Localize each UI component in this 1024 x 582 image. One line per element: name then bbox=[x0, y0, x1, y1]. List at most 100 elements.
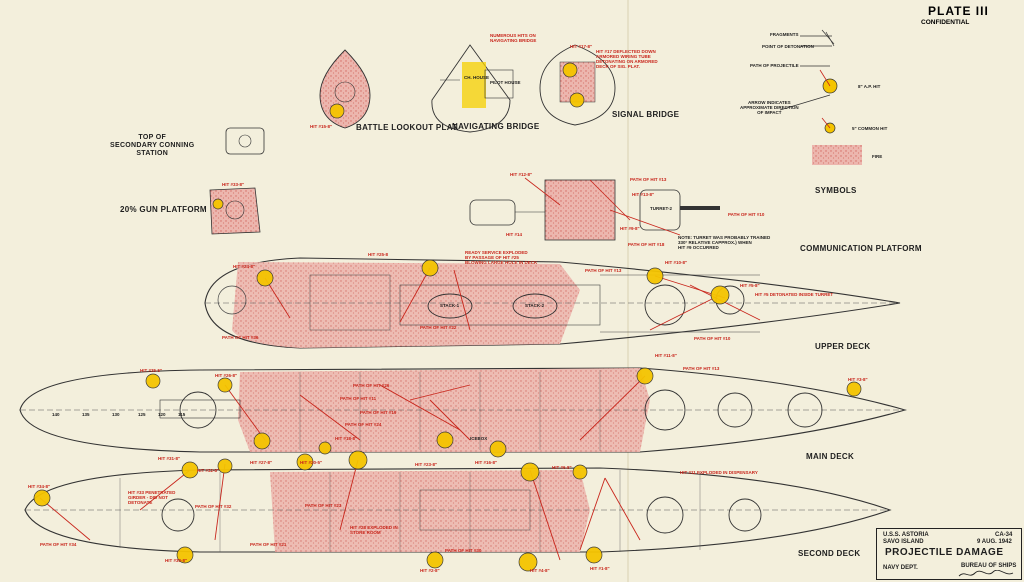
hit-marker bbox=[489, 440, 507, 458]
hit-marker bbox=[846, 381, 862, 397]
title-block: U.S.S. ASTORIA SAVO ISLAND CA-34 9 AUG. … bbox=[876, 528, 1022, 580]
hit-marker bbox=[329, 103, 345, 119]
hit-label: HIT #3-8" bbox=[848, 377, 868, 382]
hit-label: HIT #5-8" bbox=[740, 283, 760, 288]
hit-label: PATH OF HIT #10 bbox=[728, 212, 765, 217]
fire-legend-swatch bbox=[812, 145, 862, 165]
hit-marker bbox=[296, 453, 314, 471]
hit-marker bbox=[585, 546, 603, 564]
hit-label: PATH OF HIT #32 bbox=[195, 504, 232, 509]
note-hit11: HIT #11 EXPLODED IN DISPENSARY bbox=[680, 470, 758, 475]
hit-label: HIT #10-8" bbox=[665, 260, 688, 265]
hit-label: PATH OF HIT #13 bbox=[585, 268, 622, 273]
hit-label: HIT #30-8" bbox=[165, 558, 188, 563]
second-deck-fire-zone bbox=[270, 470, 590, 552]
hit-label: HIT #6-8" bbox=[552, 465, 572, 470]
hit-label: PATH OF HIT #36 bbox=[222, 335, 259, 340]
hit-marker bbox=[518, 552, 538, 572]
hit-marker bbox=[212, 198, 224, 210]
hit-label: PATH OF HIT #24 bbox=[345, 422, 382, 427]
hit-label: HIT #4-8" bbox=[530, 568, 550, 573]
hit-marker bbox=[572, 464, 588, 480]
hit-label: HIT #23-8" bbox=[415, 462, 438, 467]
compartment-stack2: STACK-2 bbox=[525, 303, 545, 308]
view-label-symbols: SYMBOLS bbox=[815, 186, 857, 195]
hit-label: PATH OF HIT #34 bbox=[40, 542, 77, 547]
hit-label: PATH OF HIT #26 bbox=[353, 383, 390, 388]
legend-common-hit: 5" COMMON HIT bbox=[852, 126, 888, 131]
hit-marker bbox=[217, 458, 233, 474]
note-numerous-hits: NUMEROUS HITS ON NAVIGATING BRIDGE bbox=[490, 33, 537, 43]
view-label-second-deck: SECOND DECK bbox=[798, 549, 861, 558]
hit-marker bbox=[33, 489, 51, 507]
navigating-bridge-fire-zone bbox=[462, 62, 486, 108]
hit-marker bbox=[348, 450, 368, 470]
communication-platform-hit-paths bbox=[524, 177, 681, 236]
hit-marker bbox=[176, 546, 194, 564]
note-hit5-detonated: HIT #5 DETONATED INSIDE TURRET bbox=[755, 292, 834, 297]
hit-label: PATH OF HIT #10 bbox=[694, 336, 731, 341]
view-label-navigating-bridge: NAVIGATING BRIDGE bbox=[452, 122, 540, 131]
view-label-secondary-conning: TOP OF SECONDARY CONNING STATION bbox=[110, 134, 195, 157]
compartment-pilot-house: PILOT HOUSE bbox=[490, 80, 521, 85]
hit-label: PATH OF HIT #21 bbox=[250, 542, 287, 547]
legend-ap-hit: 8" A.P. HIT bbox=[858, 84, 881, 89]
frame-number: 115 bbox=[178, 412, 186, 417]
hit-label: HIT #13-8" bbox=[632, 192, 655, 197]
communication-platform bbox=[469, 179, 720, 241]
hit-label: HIT #1-8" bbox=[590, 566, 610, 571]
hit-label: HIT #35-5" bbox=[140, 368, 163, 373]
hit-marker bbox=[318, 441, 332, 455]
note-hit33: HIT #33 PENETRATED GIRDER - DID NOT DETO… bbox=[128, 490, 176, 505]
title-dept: NAVY DEPT. bbox=[883, 565, 918, 571]
hit-label: HIT #24-8" bbox=[233, 264, 256, 269]
title-ship: U.S.S. ASTORIA bbox=[883, 532, 929, 538]
frame-number: 130 bbox=[112, 412, 120, 417]
hit-marker bbox=[520, 462, 540, 482]
hit-label: HIT #15-8" bbox=[310, 124, 333, 129]
hit-label: HIT #14 bbox=[506, 232, 523, 237]
hit-label: HIT #31-8" bbox=[158, 456, 181, 461]
frame-number: 135 bbox=[82, 412, 90, 417]
hit-label: HIT #27-8" bbox=[250, 460, 273, 465]
view-label-upper-deck: UPPER DECK bbox=[815, 342, 871, 351]
hit-label: HIT #20-5" bbox=[300, 460, 323, 465]
hit-label: HIT #18-8" bbox=[335, 436, 358, 441]
hit-label: HIT #32-8" bbox=[197, 468, 220, 473]
hit-marker bbox=[256, 269, 274, 287]
legend-arrow-indicates: ARROW INDICATES APPROXIMATE DIRECTION OF… bbox=[740, 100, 799, 115]
hit-label: HIT #33-8" bbox=[222, 182, 245, 187]
hit-marker bbox=[562, 62, 578, 78]
view-label-communication-platform: COMMUNICATION PLATFORM bbox=[800, 244, 922, 253]
navigating-bridge bbox=[431, 44, 514, 133]
hit-marker bbox=[436, 431, 454, 449]
hit-marker bbox=[421, 259, 439, 277]
title-hull: CA-34 bbox=[995, 532, 1013, 538]
hit-marker bbox=[217, 377, 233, 393]
note-turret: NOTE: TURRET WAS PROBABLY TRAINED 330° R… bbox=[678, 235, 771, 250]
legend-fragments: FRAGMENTS bbox=[770, 32, 799, 37]
plate-number: PLATE III bbox=[928, 4, 989, 18]
legend-point-of-detonation: POINT OF DETONATION bbox=[762, 44, 814, 49]
main-deck-hit-paths bbox=[224, 375, 646, 441]
hit-label: HIT #2-8" bbox=[420, 568, 440, 573]
view-label-battle-lookout: BATTLE LOOKOUT PLAT. bbox=[356, 123, 460, 132]
hit-label: PATH OF HIT #11 bbox=[340, 396, 377, 401]
compartment-stack1: STACK-1 bbox=[440, 303, 460, 308]
hit-label: HIT #34-8" bbox=[28, 484, 51, 489]
hit-marker bbox=[253, 432, 271, 450]
secondary-conning-station bbox=[225, 127, 265, 155]
classification: CONFIDENTIAL bbox=[921, 19, 970, 26]
hit-label: HIT #16-8" bbox=[475, 460, 498, 465]
hit-label: HIT #26-8" bbox=[215, 373, 238, 378]
legend-path-of-projectile: PATH OF PROJECTILE bbox=[750, 63, 799, 68]
main-deck-view bbox=[19, 367, 908, 453]
upper-deck-fire-zone bbox=[232, 262, 580, 348]
frame-number: 120 bbox=[158, 412, 166, 417]
hit-label: PATH OF HIT #13 bbox=[683, 366, 720, 371]
title-main: PROJECTILE DAMAGE bbox=[885, 547, 1004, 558]
hit-label: HIT #9-8" bbox=[620, 226, 640, 231]
view-label-main-deck: MAIN DECK bbox=[806, 452, 855, 461]
view-label-gun-platform: 20% GUN PLATFORM bbox=[120, 205, 207, 214]
